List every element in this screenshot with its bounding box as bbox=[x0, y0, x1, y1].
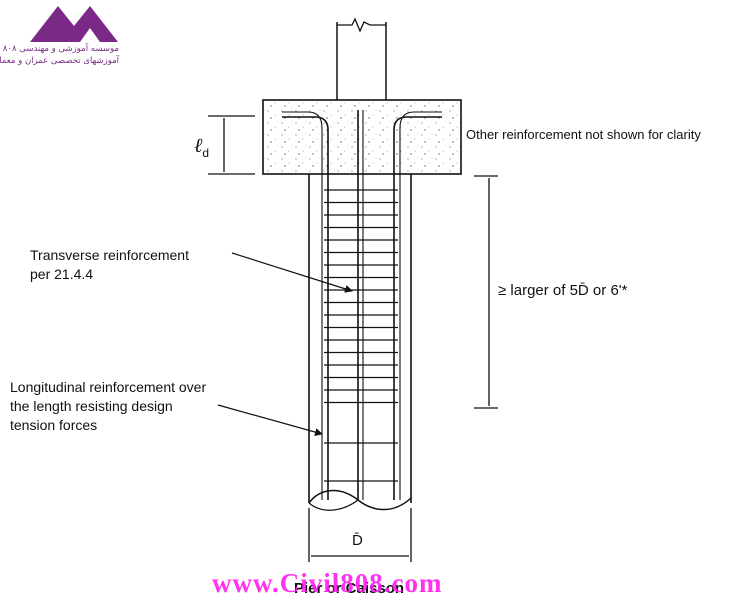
development-length-dimension bbox=[208, 115, 255, 175]
transverse-hoops bbox=[324, 189, 398, 482]
other-reinforcement-label: Other reinforcement not shown for clarit… bbox=[466, 127, 701, 142]
longitudinal-label-line2: the length resisting design bbox=[10, 398, 173, 414]
logo-text-line1: موسسه آموزشی و مهندسی ۸۰۸ bbox=[2, 44, 119, 54]
logo-text-line2: آموزشهای تخصصی عمران و معماری bbox=[0, 56, 119, 66]
longitudinal-label-line3: tension forces bbox=[10, 417, 98, 433]
logo: موسسه آموزشی و مهندسی ۸۰۸ آموزشهای تخصصی… bbox=[0, 0, 125, 70]
logo-mountain-icon bbox=[30, 6, 118, 42]
column-stub bbox=[336, 17, 387, 100]
development-length-symbol: ℓ bbox=[194, 135, 203, 157]
diameter-label: D̄ bbox=[352, 532, 363, 549]
development-length-label: ℓd bbox=[194, 135, 210, 162]
length-requirement-label: ≥ larger of 5D̄ or 6'* bbox=[498, 282, 628, 299]
caption: Pier or Caisson bbox=[294, 580, 405, 597]
pier-break-line bbox=[308, 489, 412, 511]
development-length-subscript: d bbox=[202, 146, 210, 160]
pier-shaft bbox=[308, 174, 412, 511]
pile-cap bbox=[262, 99, 462, 175]
transverse-label-line1: Transverse reinforcement bbox=[30, 247, 189, 263]
transverse-leader-arrow bbox=[231, 252, 353, 293]
diameter-dimension bbox=[308, 508, 412, 562]
watermark: www.Civil808.com bbox=[212, 568, 443, 598]
longitudinal-leader-arrow bbox=[217, 404, 323, 436]
transverse-label-line2: per 21.4.4 bbox=[30, 266, 94, 282]
longitudinal-bars bbox=[282, 110, 442, 500]
longitudinal-label-line1: Longitudinal reinforcement over bbox=[10, 379, 207, 395]
confinement-length-dimension bbox=[474, 175, 498, 409]
